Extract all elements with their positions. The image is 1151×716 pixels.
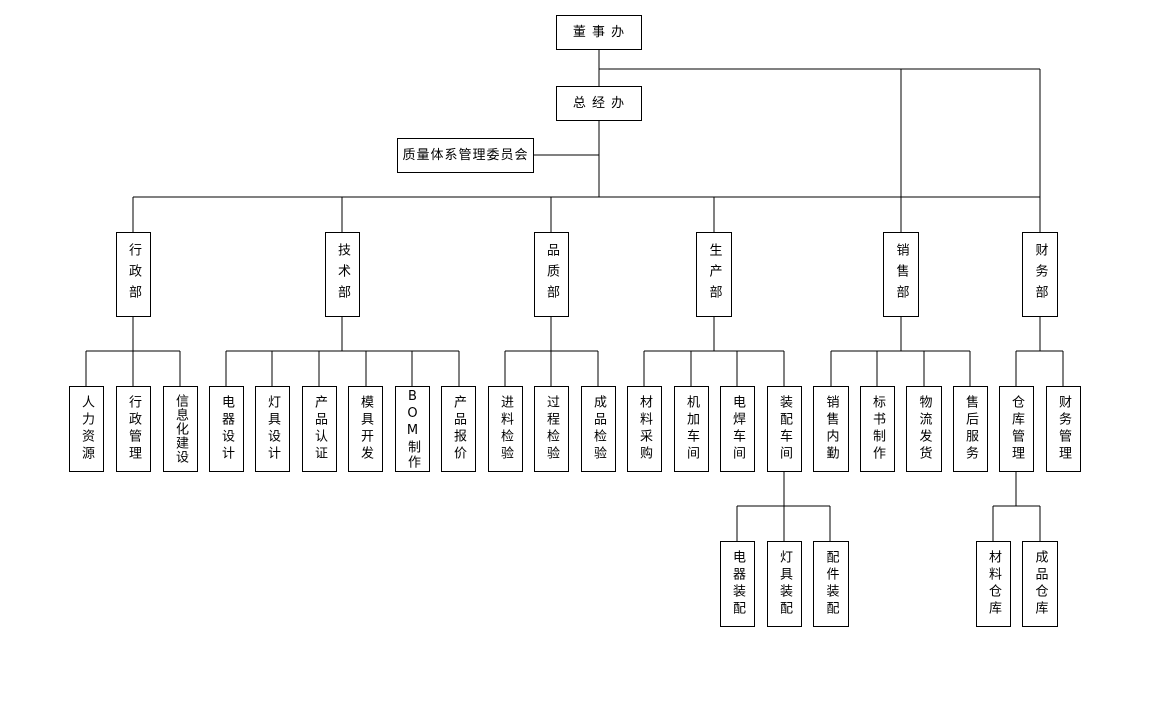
node-sales-dept: 销售部	[883, 232, 919, 317]
node-hr: 人力资源	[69, 386, 104, 472]
node-quality-dept: 品质部	[534, 232, 569, 317]
node-material-purchase: 材料采购	[627, 386, 662, 472]
node-production-dept: 生产部	[696, 232, 732, 317]
node-it-construction: 信息化建设	[163, 386, 198, 472]
node-assembly-workshop: 装配车间	[767, 386, 802, 472]
node-bom-production: BOM制作	[395, 386, 430, 472]
node-tech-dept: 技术部	[325, 232, 360, 317]
node-finance-mgmt: 财务管理	[1046, 386, 1081, 472]
node-incoming-inspection: 进料检验	[488, 386, 523, 472]
node-sales-internal: 销售内勤	[813, 386, 849, 472]
node-product-quotation: 产品报价	[441, 386, 476, 472]
node-quality-committee: 质量体系管理委员会	[397, 138, 534, 173]
node-product-certification: 产品认证	[302, 386, 337, 472]
node-admin-mgmt: 行政管理	[116, 386, 151, 472]
node-finance-dept: 财务部	[1022, 232, 1058, 317]
node-logistics-shipping: 物流发货	[906, 386, 942, 472]
node-welding-workshop: 电焊车间	[720, 386, 755, 472]
node-finished-inspection: 成品检验	[581, 386, 616, 472]
node-lamp-design: 灯具设计	[255, 386, 290, 472]
node-process-inspection: 过程检验	[534, 386, 569, 472]
node-warehouse-mgmt: 仓库管理	[999, 386, 1034, 472]
node-electrical-assembly: 电器装配	[720, 541, 755, 627]
node-machining-workshop: 机加车间	[674, 386, 709, 472]
node-parts-assembly: 配件装配	[813, 541, 849, 627]
node-mold-development: 模具开发	[348, 386, 383, 472]
node-electrical-design: 电器设计	[209, 386, 244, 472]
node-general-office: 总 经 办	[556, 86, 642, 121]
node-lamp-assembly: 灯具装配	[767, 541, 802, 627]
node-after-sales-service: 售后服务	[953, 386, 988, 472]
node-admin-dept: 行政部	[116, 232, 151, 317]
node-bid-preparation: 标书制作	[860, 386, 895, 472]
node-material-warehouse: 材料仓库	[976, 541, 1011, 627]
node-board: 董 事 办	[556, 15, 642, 50]
node-finished-warehouse: 成品仓库	[1022, 541, 1058, 627]
